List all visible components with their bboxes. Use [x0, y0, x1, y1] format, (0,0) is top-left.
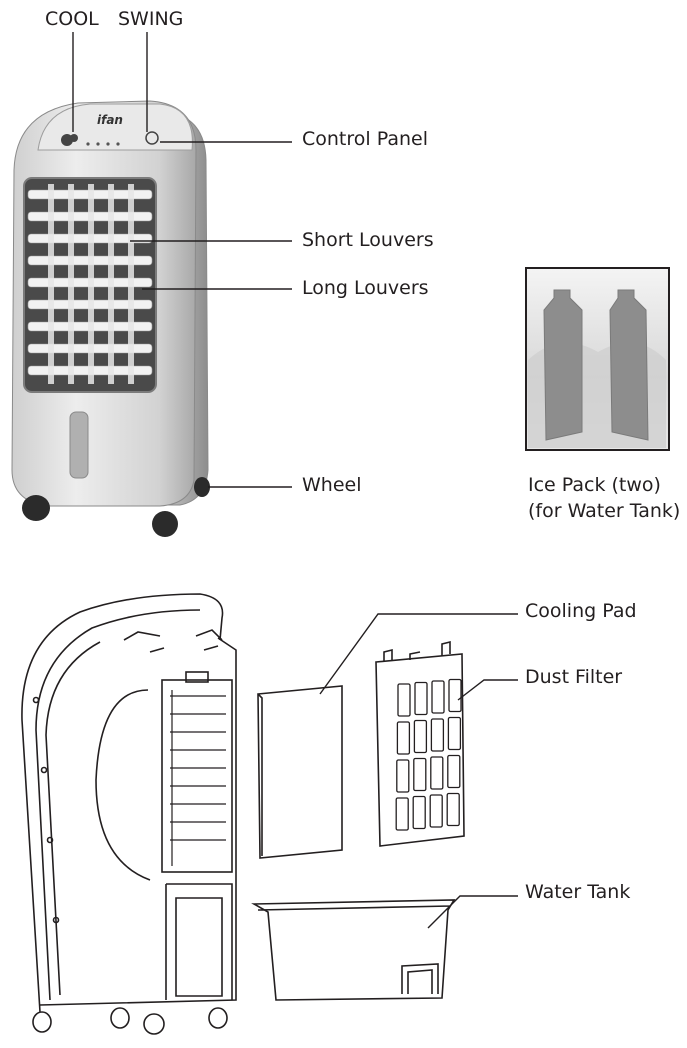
housing-wheel-3: [143, 1013, 165, 1035]
fan-grille-slats: [170, 690, 226, 866]
indicator-light-3: [106, 142, 110, 146]
dust-filter-tabs: [383, 640, 451, 662]
dust-filter-cells: [395, 678, 462, 831]
label-ice-pack: Ice Pack (two): [528, 474, 661, 496]
ice-pack-right: [609, 289, 649, 441]
filter-cell: [446, 792, 460, 827]
housing-wheel-2: [110, 1007, 130, 1029]
indicator-light-2: [96, 142, 100, 146]
housing-screw-1: [32, 696, 40, 704]
handle-opening: [95, 689, 151, 881]
wheel-back-right: [194, 477, 210, 497]
filter-cell: [412, 795, 426, 830]
short-louver: [88, 184, 94, 384]
filter-cell: [447, 716, 462, 751]
tank-holder: [165, 883, 233, 1000]
housing-wheel-4: [208, 1007, 228, 1029]
water-level-window: [69, 411, 89, 479]
filter-cell: [430, 756, 444, 790]
exploded-view: [21, 593, 465, 1035]
housing-screw-2: [40, 766, 48, 774]
label-swing: SWING: [118, 8, 184, 30]
leader-lines-top: [72, 32, 292, 488]
leader-water-tank: [427, 895, 518, 929]
short-louver: [108, 184, 114, 384]
short-louver: [68, 184, 74, 384]
wheel-front-right: [152, 511, 178, 537]
label-water-tank: Water Tank: [525, 881, 631, 903]
wheel-front-left: [22, 495, 50, 521]
air-cooler-front-view: [11, 100, 210, 537]
label-dust-filter: Dust Filter: [525, 666, 623, 688]
label-long-louvers: Long Louvers: [302, 277, 429, 299]
filter-cell: [413, 719, 428, 754]
label-cooling-pad: Cooling Pad: [525, 600, 637, 622]
housing-screw-3: [46, 836, 54, 844]
filter-cell: [396, 721, 411, 755]
cooling-pad: [257, 685, 343, 859]
housing-right-wall: [39, 637, 237, 1006]
filter-cell: [395, 797, 409, 831]
label-cool: COOL: [45, 8, 99, 30]
filter-cell: [413, 757, 427, 792]
label-wheel: Wheel: [302, 474, 362, 496]
housing-outer: [21, 593, 224, 1013]
indicator-light-1: [86, 142, 90, 146]
fan-frame-top: [185, 671, 209, 683]
short-louver: [48, 184, 54, 384]
brand-logo: ifan: [97, 113, 123, 127]
filter-cell: [414, 681, 428, 716]
leader-cooling-pad: [319, 613, 518, 695]
ice-pack-left: [543, 289, 583, 441]
filter-cell: [396, 759, 410, 793]
indicator-light-4: [116, 142, 120, 146]
fan-frame: [161, 679, 233, 873]
label-ice-pack-note: (for Water Tank): [528, 500, 681, 522]
ice-pack-photo: [525, 267, 670, 451]
water-tank-outlet: [401, 963, 439, 994]
filter-cell: [429, 794, 443, 828]
housing-screw-4: [52, 916, 60, 924]
leader-dust-filter: [457, 679, 518, 701]
filter-cell: [431, 680, 445, 714]
leader-lines-bottom: [319, 613, 518, 929]
filter-cell: [397, 683, 411, 717]
housing-wheel-1: [32, 1011, 52, 1033]
housing-inner-curve-2: [45, 641, 101, 996]
housing-top-clips: [123, 629, 223, 653]
filter-cell: [430, 718, 445, 752]
cool-button-icon-blade: [70, 134, 78, 142]
water-tank: [251, 899, 456, 1001]
cool-button-icon: [61, 134, 73, 146]
filter-cell: [448, 678, 462, 713]
label-control-panel: Control Panel: [302, 128, 428, 150]
label-short-louvers: Short Louvers: [302, 229, 434, 251]
dust-filter-frame: [375, 653, 465, 847]
louver-group: [27, 184, 153, 384]
short-louver: [128, 184, 134, 384]
filter-cell: [447, 754, 461, 789]
swing-button-icon: [145, 131, 159, 145]
